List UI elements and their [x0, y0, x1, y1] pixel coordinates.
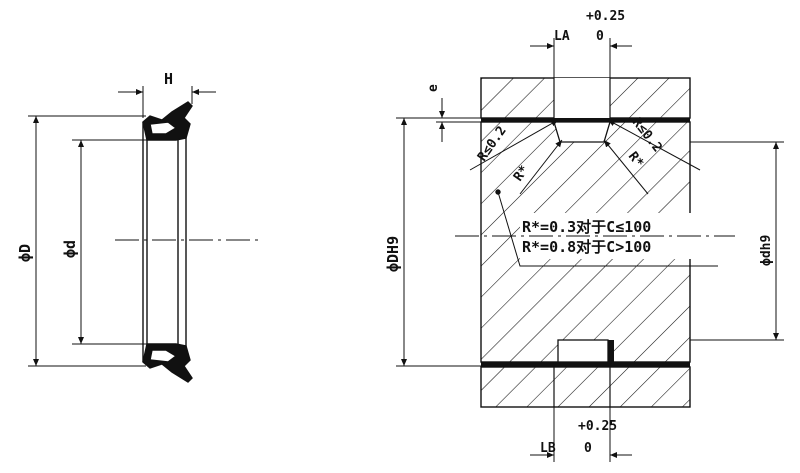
label-Rstar-left: R*: [511, 163, 532, 185]
dim-LA: [530, 38, 632, 78]
label-LA: LA: [554, 29, 570, 44]
seal-section-view: [142, 101, 193, 383]
label-tol-bot-upper: +0.25: [578, 419, 617, 434]
dim-DH9: [396, 117, 481, 367]
label-H: H: [164, 70, 173, 88]
label-D: ϕD: [16, 244, 34, 262]
dim-d: [72, 139, 147, 345]
dim-D: [28, 115, 146, 367]
label-d: ϕd: [61, 240, 79, 258]
dim-H: [118, 86, 216, 118]
label-LB: LB: [540, 441, 556, 456]
label-dh9: ϕdh9: [759, 235, 774, 266]
label-tol-bot-lower: 0: [584, 441, 592, 456]
dim-LB: [530, 407, 632, 462]
label-tol-top-lower: 0: [596, 29, 604, 44]
dim-e: [436, 98, 481, 142]
label-DH9: ϕDH9: [384, 236, 402, 272]
dim-dh9: [690, 141, 784, 341]
note-line-2: R*=0.8对于C>100: [522, 238, 651, 256]
label-e: e: [426, 84, 441, 92]
note-line-1: R*=0.3对于C≤100: [522, 218, 651, 236]
label-tol-top-upper: +0.25: [586, 9, 625, 24]
radius-leaders: [469, 119, 718, 267]
